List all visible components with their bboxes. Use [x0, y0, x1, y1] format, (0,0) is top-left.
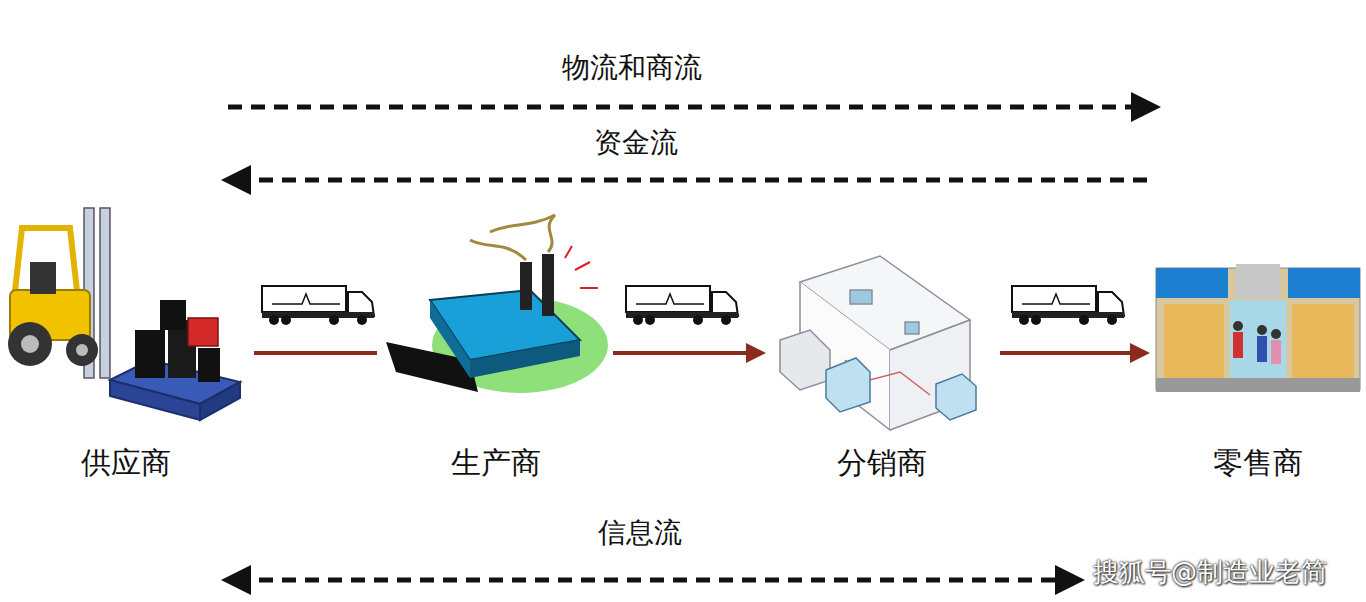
warehouse-icon: [780, 256, 976, 430]
truck-icon: [1012, 286, 1124, 325]
flow-connector: [613, 351, 762, 355]
pallet-icon: [110, 300, 240, 420]
store-icon: [1156, 264, 1360, 392]
flow-label: 资金流: [594, 124, 678, 162]
entity-node: 供应商: [0, 200, 252, 490]
flow-connector: [254, 351, 377, 355]
flow-arrow: [236, 178, 1152, 183]
flow-label: 信息流: [598, 514, 682, 552]
forklift-icon: [8, 208, 110, 378]
truck-icon: [626, 286, 738, 325]
node-label: 供应商: [0, 443, 252, 484]
flow-arrow: [228, 105, 1146, 110]
node-label: 分销商: [766, 443, 998, 484]
entity-node: 生产商: [381, 200, 611, 490]
truck-icon: [262, 286, 374, 325]
node-label: 生产商: [381, 443, 611, 484]
flow-label: 物流和商流: [562, 49, 702, 87]
factory-icon: [386, 215, 608, 393]
entity-node: 零售商: [1150, 200, 1366, 490]
node-label: 零售商: [1150, 443, 1366, 484]
entity-node: 分销商: [766, 200, 998, 490]
watermark: 搜狐号@制造业老简: [1093, 555, 1327, 590]
flow-connector: [1000, 351, 1146, 355]
flow-arrow: [236, 578, 1070, 583]
